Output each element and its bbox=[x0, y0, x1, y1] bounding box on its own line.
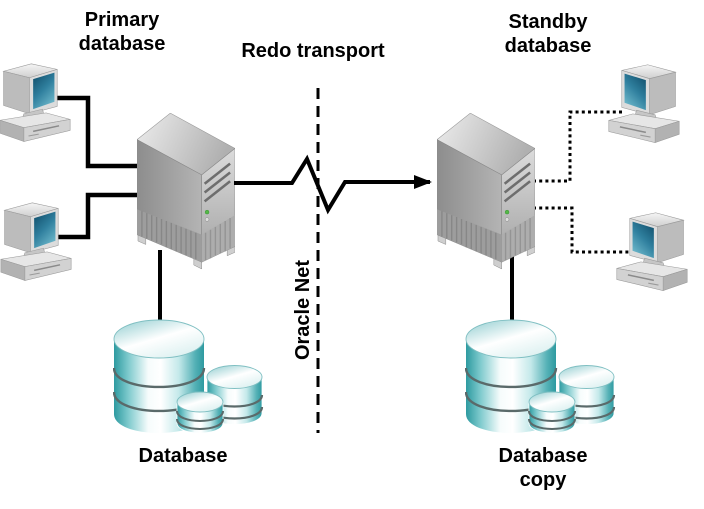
standby-client2-dotted-line bbox=[533, 206, 630, 254]
standby-database-copy-icon bbox=[465, 318, 616, 435]
primary-client2-link-line bbox=[56, 192, 140, 240]
primary-client1-link-line bbox=[56, 95, 140, 169]
database-label: Database bbox=[138, 445, 228, 467]
standby-database-label: Standby database bbox=[504, 11, 592, 57]
database-copy-label: Database copy bbox=[498, 445, 588, 491]
redo-transport-label: Redo transport bbox=[241, 40, 385, 62]
standby-client-computer-icon bbox=[607, 63, 681, 144]
primary-client-computer-icon bbox=[0, 202, 72, 282]
redo-transport-arrow bbox=[234, 154, 432, 215]
primary-database-label: Primary database bbox=[78, 9, 166, 55]
primary-database-icon bbox=[113, 318, 264, 435]
standby-client1-dotted-line bbox=[533, 110, 624, 183]
standby-server-icon bbox=[437, 113, 535, 271]
primary-client-computer-icon bbox=[0, 63, 71, 143]
oracle-net-label: Oracle Net bbox=[292, 259, 314, 361]
primary-server-icon bbox=[137, 113, 235, 271]
